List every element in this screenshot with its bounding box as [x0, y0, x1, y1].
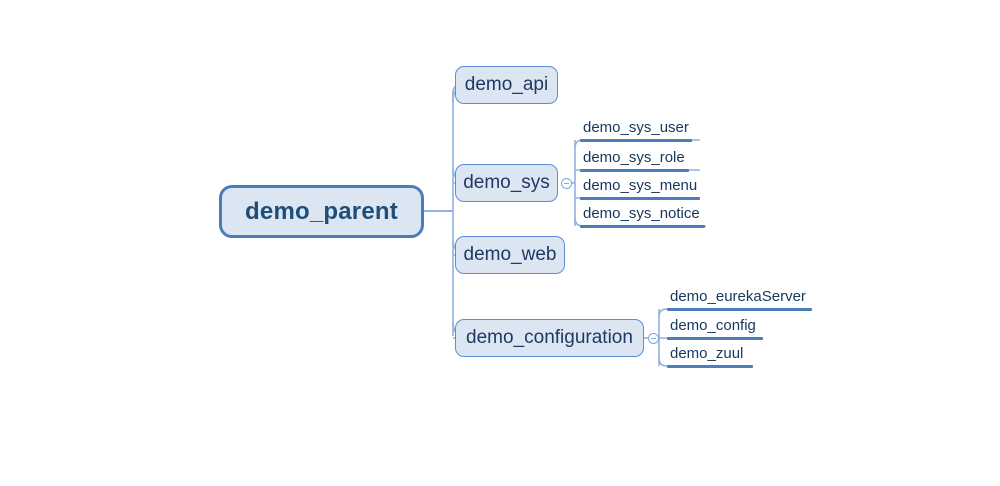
node-demo-configuration-label: demo_configuration	[466, 327, 633, 348]
node-demo-web[interactable]: demo_web	[455, 236, 565, 274]
leaf-demo-sys-user[interactable]: demo_sys_user	[580, 118, 692, 142]
node-demo-api[interactable]: demo_api	[455, 66, 558, 104]
node-demo-web-label: demo_web	[463, 244, 557, 265]
leaf-underline	[580, 139, 692, 142]
leaf-demo-sys-menu[interactable]: demo_sys_menu	[580, 176, 700, 200]
node-demo-configuration[interactable]: demo_configuration	[455, 319, 644, 357]
leaf-underline	[580, 169, 689, 172]
leaf-demo-config[interactable]: demo_config	[667, 316, 763, 340]
leaf-underline	[580, 197, 700, 200]
root-node-label: demo_parent	[245, 197, 398, 225]
leaf-underline	[667, 365, 753, 368]
collapse-toggle-demo-configuration[interactable]	[648, 333, 659, 344]
leaf-underline	[667, 308, 812, 311]
leaf-underline	[580, 225, 705, 228]
leaf-underline	[667, 337, 763, 340]
root-node-demo-parent[interactable]: demo_parent	[219, 185, 424, 238]
leaf-demo-sys-role[interactable]: demo_sys_role	[580, 148, 689, 172]
leaf-demo-sys-notice-label: demo_sys_notice	[583, 205, 700, 222]
leaf-demo-zuul[interactable]: demo_zuul	[667, 344, 753, 368]
leaf-demo-sys-user-label: demo_sys_user	[583, 119, 689, 136]
node-demo-sys-label: demo_sys	[463, 172, 550, 193]
leaf-demo-eureka-server[interactable]: demo_eurekaServer	[667, 287, 812, 311]
collapse-toggle-demo-sys[interactable]	[561, 178, 572, 189]
leaf-demo-sys-menu-label: demo_sys_menu	[583, 177, 698, 194]
node-demo-sys[interactable]: demo_sys	[455, 164, 558, 202]
leaf-demo-sys-notice[interactable]: demo_sys_notice	[580, 204, 705, 228]
leaf-demo-config-label: demo_config	[670, 317, 756, 334]
leaf-demo-sys-role-label: demo_sys_role	[583, 149, 685, 166]
leaf-demo-zuul-label: demo_zuul	[670, 345, 744, 362]
leaf-demo-eureka-server-label: demo_eurekaServer	[670, 288, 806, 305]
node-demo-api-label: demo_api	[464, 74, 549, 95]
